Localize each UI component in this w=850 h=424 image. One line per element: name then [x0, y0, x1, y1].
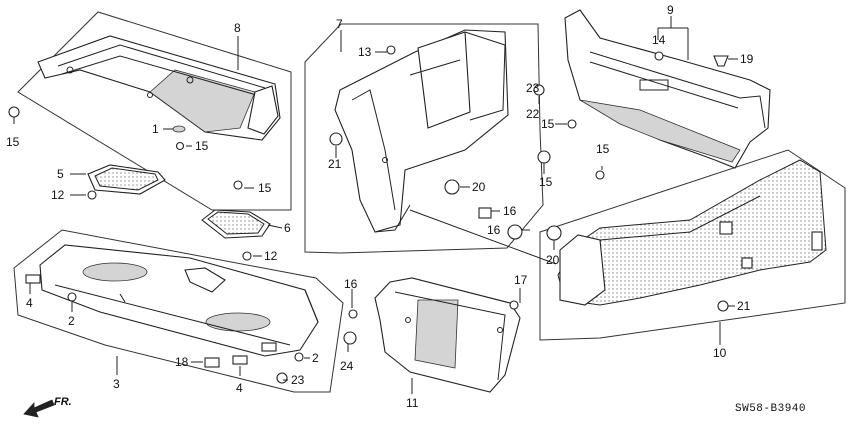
- callout-15: 15: [258, 181, 272, 195]
- callout-3: 3: [113, 377, 120, 391]
- callout-11: 11: [406, 396, 419, 410]
- group-box-10: [539, 149, 846, 341]
- callout-2: 2: [312, 351, 319, 365]
- callout-17: 17: [514, 273, 528, 287]
- callout-16: 16: [487, 223, 501, 237]
- bracket-panel-part-11: [374, 277, 521, 393]
- front-direction-indicator: FR.: [23, 396, 72, 418]
- trunk-side-trim-part-7: [334, 29, 509, 233]
- callout-1: 1: [152, 122, 159, 136]
- callout-12: 12: [51, 188, 65, 202]
- callout-9: 9: [667, 3, 674, 17]
- callout-15: 15: [541, 117, 555, 131]
- callout-24: 24: [340, 359, 354, 373]
- callout-2: 2: [68, 314, 75, 328]
- callout-7: 7: [336, 17, 343, 31]
- callout-16: 16: [503, 204, 517, 218]
- front-label: FR.: [54, 396, 72, 408]
- callout-4: 4: [26, 296, 33, 310]
- callout-20: 20: [546, 253, 560, 267]
- callout-15: 15: [195, 139, 209, 153]
- callout-14: 14: [652, 33, 666, 47]
- callout-23: 23: [291, 373, 305, 387]
- callout-6: 6: [284, 221, 291, 235]
- callout-15: 15: [6, 135, 20, 149]
- speaker-grille-part-6: [201, 209, 271, 239]
- group-box-8: [17, 11, 292, 211]
- leader-lines: [29, 16, 738, 394]
- callout-20: 20: [472, 180, 486, 194]
- front-arrow-icon: [23, 399, 55, 418]
- callout-18: 18: [175, 355, 189, 369]
- callout-12: 12: [264, 249, 278, 263]
- speaker-grille-part-5: [87, 164, 166, 195]
- callout-8: 8: [234, 21, 241, 35]
- callout-23: 23: [526, 81, 540, 95]
- group-box-7: [304, 23, 544, 254]
- callout-22: 22: [526, 107, 540, 121]
- callout-4: 4: [236, 381, 243, 395]
- callout-16: 16: [344, 277, 358, 291]
- group-box-3: [13, 229, 344, 393]
- callout-21: 21: [737, 299, 751, 313]
- trunk-side-lining-part-10: [557, 159, 827, 306]
- rear-panel-garnish-part-9: [564, 9, 771, 169]
- rear-shelf-cover-part-8: [37, 35, 281, 141]
- diagram-code: SW58-B3940: [735, 403, 806, 415]
- callout-13: 13: [358, 45, 372, 59]
- callout-19: 19: [740, 52, 754, 66]
- callout-15: 15: [539, 175, 553, 189]
- callout-15: 15: [596, 142, 610, 156]
- callout-10: 10: [713, 346, 727, 360]
- callout-5: 5: [57, 167, 64, 181]
- callout-21: 21: [328, 157, 342, 171]
